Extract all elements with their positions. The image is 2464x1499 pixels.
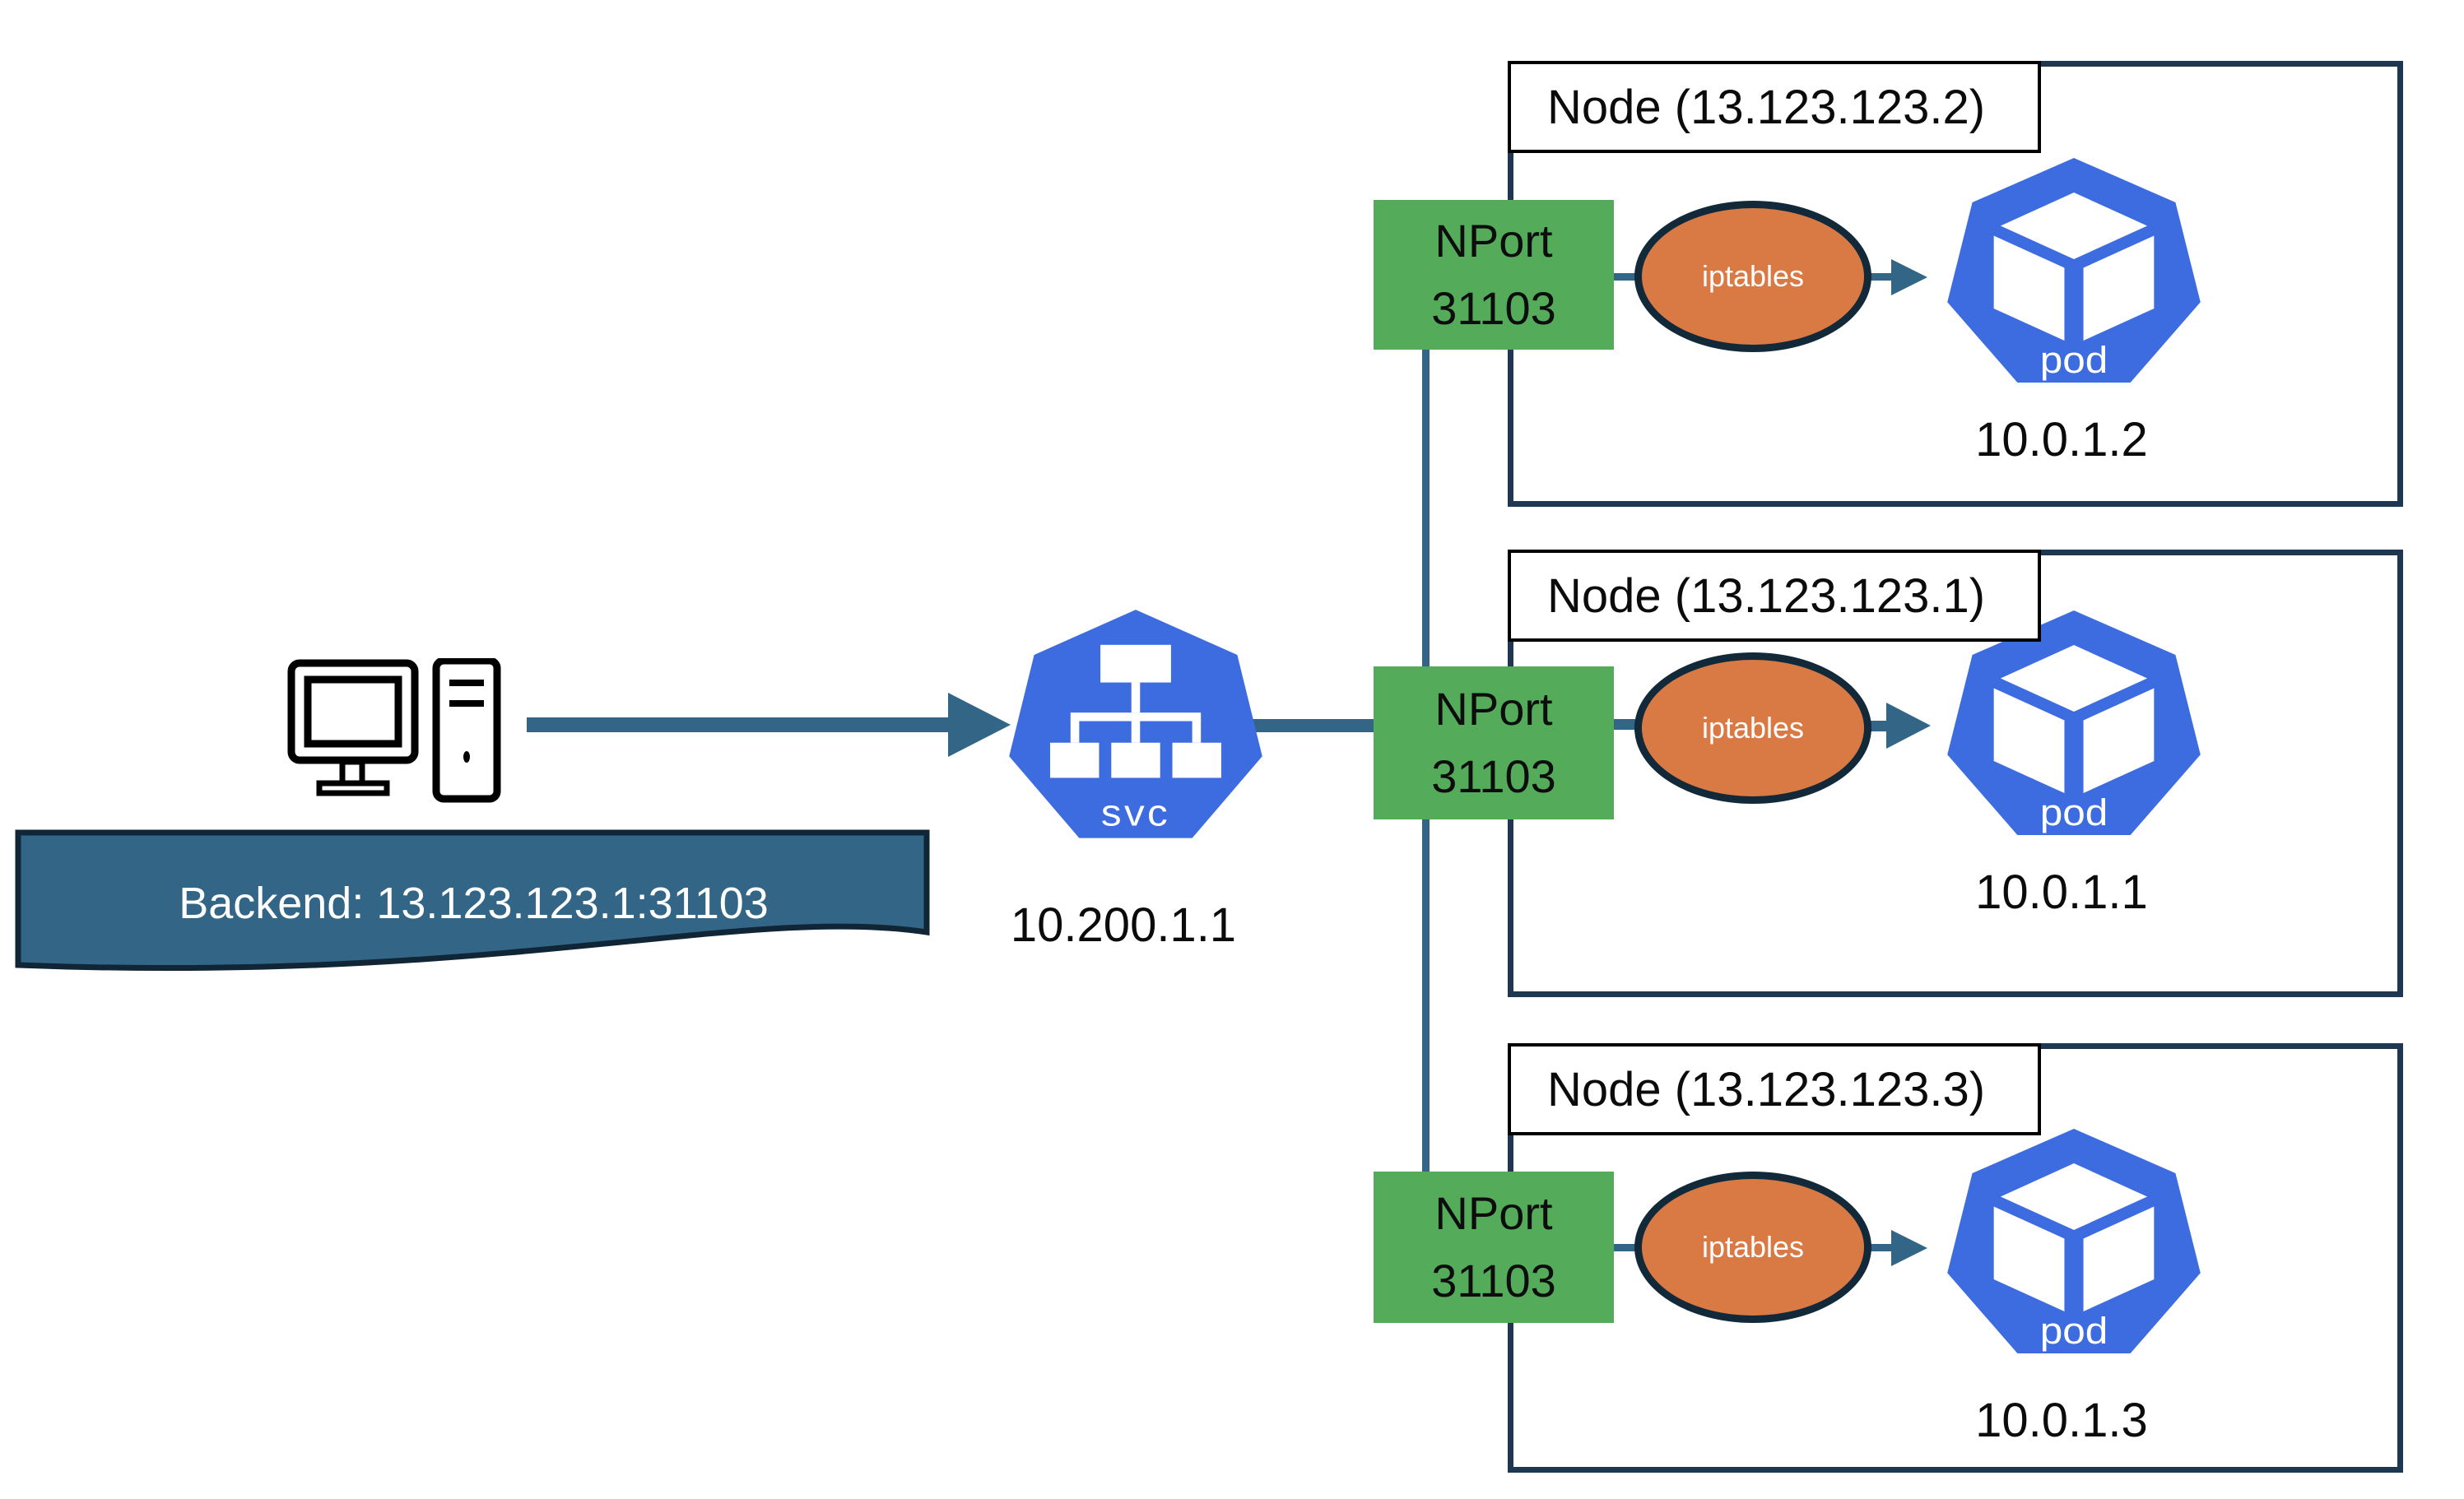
pod-cube-glyph	[1993, 1163, 2155, 1311]
backend-banner-label: Backend: 13.123.123.1:31103	[179, 879, 769, 928]
node-title-middle: Node (13.123.123.1)	[1508, 550, 2041, 642]
node-title-bottom: Node (13.123.123.3)	[1508, 1043, 2041, 1135]
pod-heptagon	[1947, 158, 2201, 383]
nodeport-box-bottom: NPort 31103	[1374, 1172, 1614, 1323]
iptables-ellipse-middle: iptables	[1634, 652, 1871, 804]
pod-icon-top: pod	[1947, 158, 2201, 383]
pod-heptagon	[1947, 1129, 2201, 1353]
nport-to-iptables-line-top	[1613, 273, 1638, 281]
nodeport-label-line2: 31103	[1431, 282, 1556, 334]
pod-icon-label: pod	[2040, 792, 2108, 833]
pod-icon-label: pod	[2040, 1311, 2108, 1352]
iptables-ellipse-bottom: iptables	[1634, 1172, 1871, 1323]
iptables-label: iptables	[1701, 711, 1805, 745]
nport-vertical-connector-upper	[1422, 349, 1430, 670]
backend-banner-shape	[15, 829, 930, 972]
svc-icon-label: svc	[1101, 792, 1170, 834]
pod-icon-bottom: pod	[1947, 1129, 2201, 1353]
nodeport-label-line1: NPort	[1434, 215, 1553, 267]
client-computer-icon	[287, 658, 501, 803]
iptables-to-pod-arrow-shaft-top	[1870, 273, 1891, 281]
iptables-label: iptables	[1701, 1230, 1805, 1264]
nodeport-box-top: NPort 31103	[1374, 200, 1614, 350]
pod-ip-bottom: 10.0.1.3	[1975, 1394, 2148, 1447]
pod-ip-middle: 10.0.1.1	[1975, 866, 2148, 919]
nodeport-label-line1: NPort	[1434, 1187, 1553, 1239]
nport-to-iptables-line-bottom	[1613, 1244, 1638, 1251]
iptables-to-pod-arrow-shaft-bottom	[1870, 1244, 1891, 1251]
svc-to-nport-arrow-shaft	[1239, 719, 1377, 732]
client-to-svc-arrow-head	[948, 693, 1011, 757]
nodeport-box-middle: NPort 31103	[1374, 666, 1614, 819]
iptables-label: iptables	[1701, 259, 1805, 293]
pod-ip-top: 10.0.1.2	[1975, 413, 2148, 466]
svc-tree-glyph	[1050, 644, 1221, 778]
kubernetes-service-icon: svc	[1009, 610, 1262, 838]
nodeport-label-line1: NPort	[1434, 683, 1553, 735]
pod-icon-label: pod	[2040, 340, 2108, 381]
iptables-ellipse-top: iptables	[1634, 201, 1871, 352]
nport-to-iptables-line-middle	[1611, 719, 1639, 730]
pod-cube-glyph	[1993, 193, 2155, 341]
iptables-to-pod-arrow-head-bottom	[1891, 1230, 1927, 1266]
service-cluster-ip: 10.200.1.1	[1010, 898, 1237, 952]
nodeport-label-line2: 31103	[1431, 750, 1556, 802]
iptables-to-pod-arrow-head-top	[1891, 259, 1927, 295]
nport-vertical-connector-lower	[1422, 819, 1430, 1173]
pod-icon-middle: pod	[1947, 610, 2201, 835]
nodeport-label-line2: 31103	[1431, 1255, 1556, 1306]
pod-cube-glyph	[1993, 645, 2155, 793]
iptables-to-pod-arrow-head-middle	[1886, 703, 1931, 749]
node-title-top: Node (13.123.123.2)	[1508, 61, 2041, 153]
client-to-svc-arrow-shaft	[527, 717, 948, 732]
pod-heptagon	[1947, 610, 2201, 835]
